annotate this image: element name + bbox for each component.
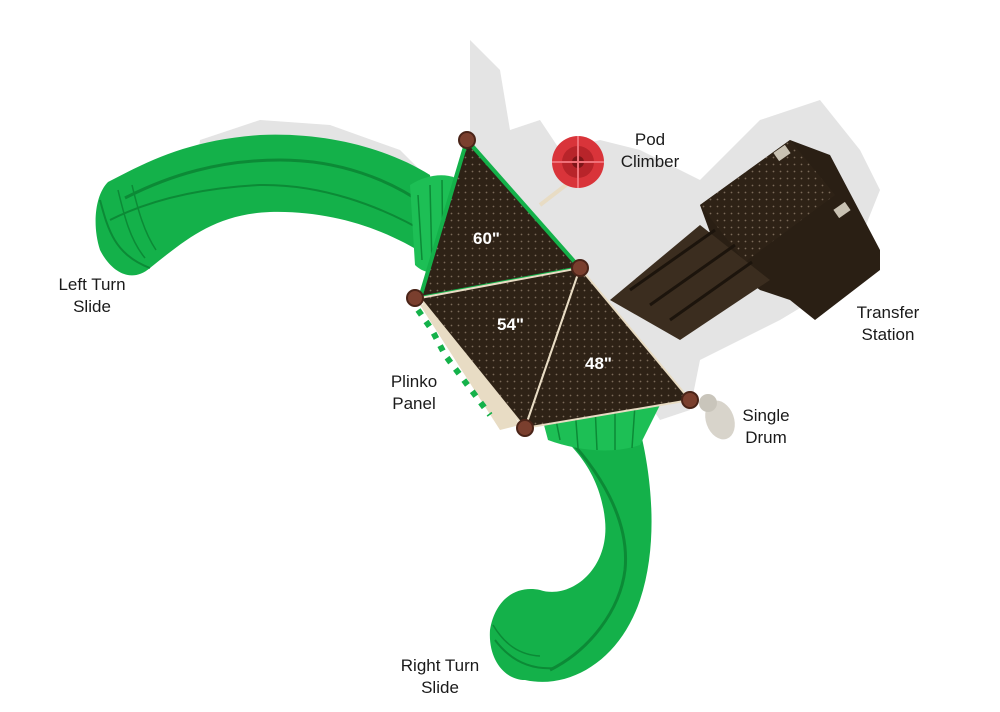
deck-label-48: 48" [585,354,612,373]
pod-climber [538,136,604,207]
label-left-turn-slide: Left Turn Slide [58,275,126,316]
single-drum [699,394,735,440]
label-single-drum: Single Drum [742,406,790,447]
post [681,391,699,409]
label-plinko-panel: Plinko Panel [390,372,438,413]
deck-48 [523,265,692,430]
deck-label-60: 60" [473,229,500,248]
label-transfer-station: Transfer Station [856,303,920,344]
post [571,259,589,277]
post [406,289,424,307]
plinko-panel [415,300,520,430]
label-pod-climber: Pod Climber [620,130,680,171]
post [516,419,534,437]
right-turn-slide [489,398,660,682]
deck-label-54: 54" [497,315,524,334]
deck-posts [406,131,699,437]
label-right-turn-slide: Right Turn Slide [400,656,480,697]
post [458,131,476,149]
transfer-station [610,140,880,340]
left-turn-slide [95,134,465,276]
